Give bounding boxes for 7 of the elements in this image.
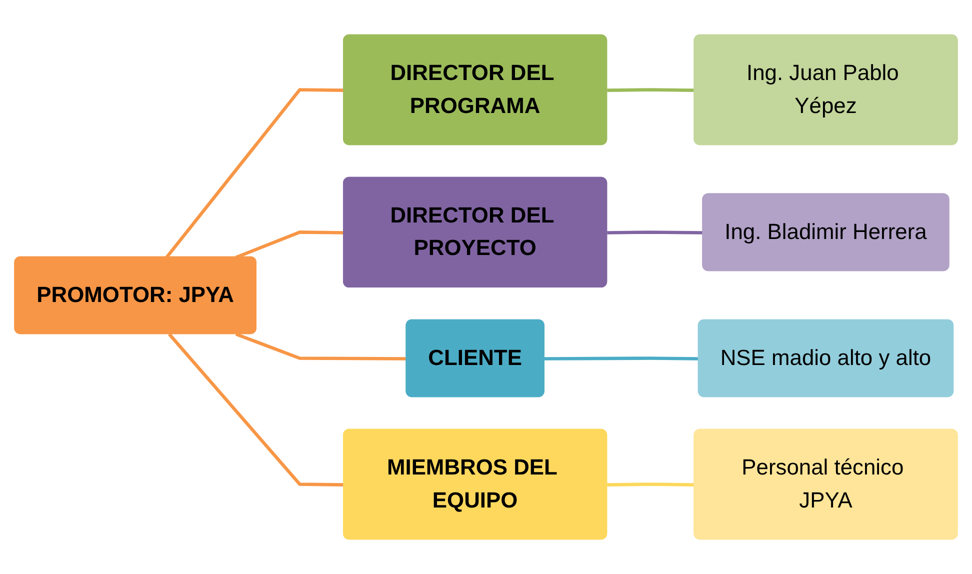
connector bbox=[544, 356, 699, 360]
connector bbox=[235, 332, 407, 360]
connector bbox=[607, 482, 695, 486]
connector bbox=[165, 88, 344, 258]
connector bbox=[168, 333, 344, 486]
connector bbox=[607, 230, 704, 234]
connector bbox=[607, 88, 695, 92]
